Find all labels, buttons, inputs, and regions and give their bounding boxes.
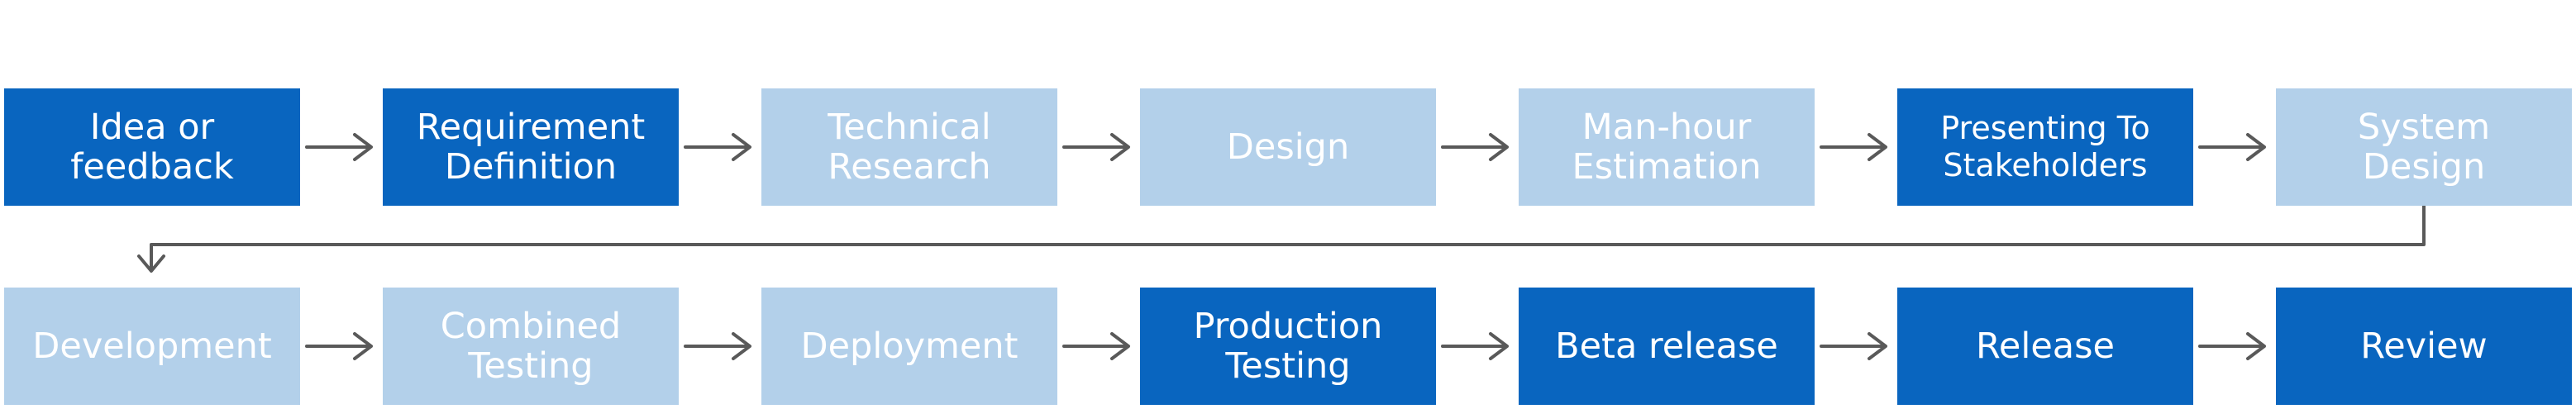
arrow-2 — [684, 133, 751, 161]
arrow-4 — [1441, 133, 1509, 161]
step-release: Release — [1897, 288, 2193, 405]
step-review: Review — [2276, 288, 2572, 405]
step-requirement-definition: Requirement Definition — [383, 88, 679, 206]
arrow-1 — [305, 133, 373, 161]
step-development: Development — [4, 288, 300, 405]
wrap-connector-arrow — [137, 204, 2426, 273]
step-idea-or-feedback: Idea or feedback — [4, 88, 300, 206]
step-production-testing: Production Testing — [1140, 288, 1436, 405]
arrow-9 — [1062, 332, 1130, 360]
step-presenting-to-stakeholders: Presenting To Stakeholders — [1897, 88, 2193, 206]
step-technical-research: Technical Research — [761, 88, 1057, 206]
step-system-design: System Design — [2276, 88, 2572, 206]
step-man-hour-estimation: Man-hour Estimation — [1519, 88, 1815, 206]
step-beta-release: Beta release — [1519, 288, 1815, 405]
arrow-6 — [2198, 133, 2266, 161]
step-design: Design — [1140, 88, 1436, 206]
arrow-12 — [2198, 332, 2266, 360]
step-combined-testing: Combined Testing — [383, 288, 679, 405]
arrow-3 — [1062, 133, 1130, 161]
arrow-11 — [1820, 332, 1887, 360]
arrow-5 — [1820, 133, 1887, 161]
step-deployment: Deployment — [761, 288, 1057, 405]
arrow-10 — [1441, 332, 1509, 360]
arrow-8 — [684, 332, 751, 360]
arrow-7 — [305, 332, 373, 360]
